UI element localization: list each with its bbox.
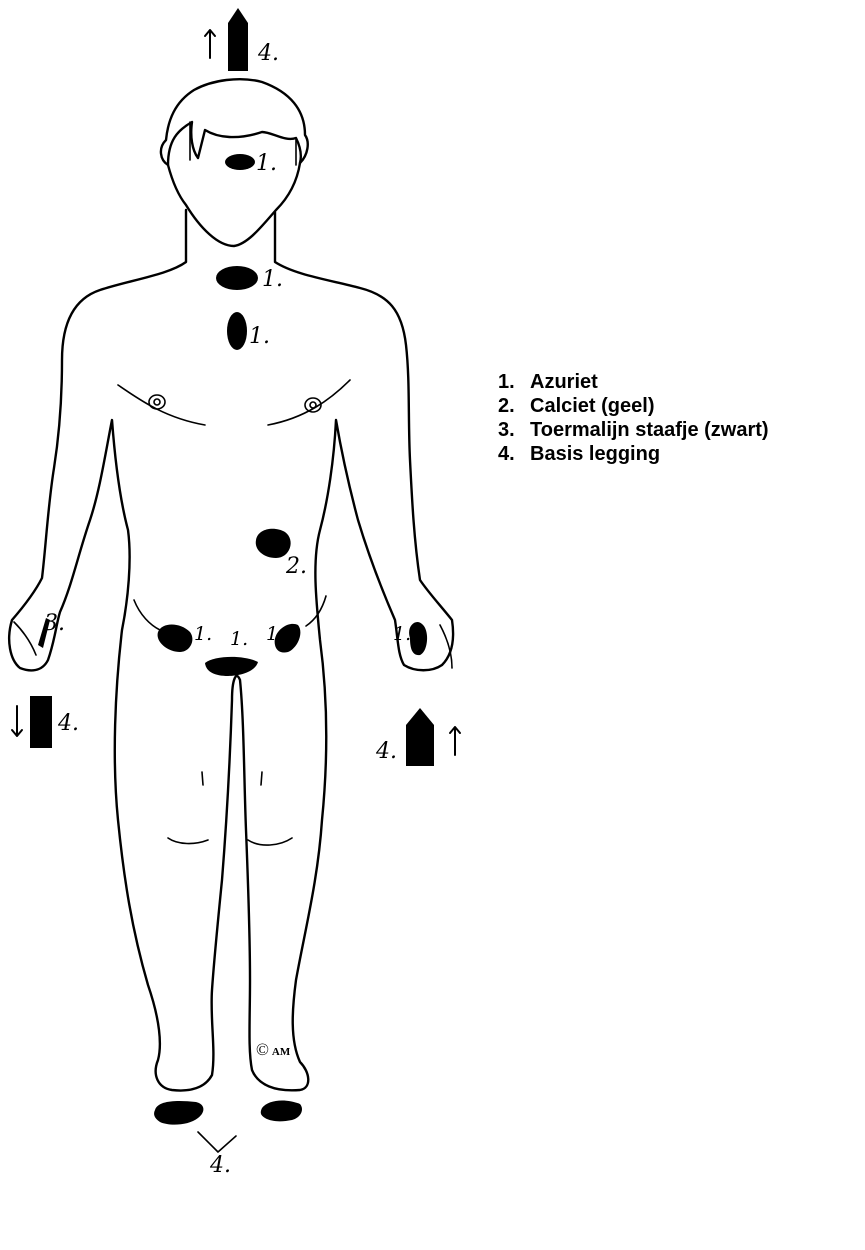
base-stone-foot-left — [154, 1101, 203, 1125]
feet-leader-line — [198, 1132, 236, 1152]
arrow-down-right-hand — [12, 706, 22, 736]
marker-solar-plexus: 2. — [285, 554, 307, 579]
copyright-initials: AM — [272, 1046, 290, 1058]
legend-item: 4. Basis legging — [498, 442, 769, 466]
legend-label: Calciet (geel) — [530, 394, 654, 418]
stone-forehead — [225, 154, 255, 170]
stone-throat — [216, 266, 258, 290]
base-stone-right-hand — [30, 696, 52, 748]
arrow-up-left-hand — [450, 727, 460, 755]
stone-legend: 1. Azuriet 2. Calciet (geel) 3. Toermali… — [498, 370, 769, 466]
base-stone-top — [228, 8, 248, 71]
marker-above-head: 4. — [257, 41, 279, 66]
marker-below-right-hand: 4. — [57, 711, 79, 736]
marker-left-hand-stone: 1. — [393, 623, 411, 645]
marker-hip-right: 1. — [266, 623, 284, 645]
stone-left-hand — [409, 622, 427, 655]
markers: 1. 1. 1. 2. 1. 1. 1. 1. 3. 4. 4. 4. 4. — [44, 41, 411, 1178]
legend-number: 2. — [498, 394, 530, 418]
legend-number: 4. — [498, 442, 530, 466]
legend-label: Azuriet — [530, 370, 598, 394]
legend-number: 1. — [498, 370, 530, 394]
legend-number: 3. — [498, 418, 530, 442]
marker-below-feet: 4. — [209, 1153, 231, 1178]
marker-tourmaline: 3. — [44, 611, 65, 636]
legend-item: 2. Calciet (geel) — [498, 394, 769, 418]
base-stone-foot-right — [261, 1101, 302, 1122]
marker-forehead: 1. — [256, 151, 277, 176]
stone-groin — [205, 657, 258, 676]
body-outline — [9, 79, 453, 1090]
copyright-symbol: © — [256, 1040, 269, 1059]
arrow-up-top — [205, 30, 215, 58]
marker-beside-left-hand: 4. — [375, 739, 397, 764]
marker-hip-left: 1. — [194, 623, 212, 645]
legend-item: 3. Toermalijn staafje (zwart) — [498, 418, 769, 442]
legend-label: Toermalijn staafje (zwart) — [530, 418, 769, 442]
marker-throat: 1. — [262, 267, 283, 292]
copyright-mark: ©AM — [256, 1040, 290, 1060]
arrows — [12, 30, 460, 1152]
marker-groin: 1. — [230, 628, 248, 650]
stone-hip-left — [158, 625, 193, 653]
stone-sternum — [227, 312, 247, 350]
legend-item: 1. Azuriet — [498, 370, 769, 394]
legend-label: Basis legging — [530, 442, 660, 466]
base-stone-left-hand — [406, 708, 434, 766]
marker-sternum: 1. — [249, 324, 270, 349]
